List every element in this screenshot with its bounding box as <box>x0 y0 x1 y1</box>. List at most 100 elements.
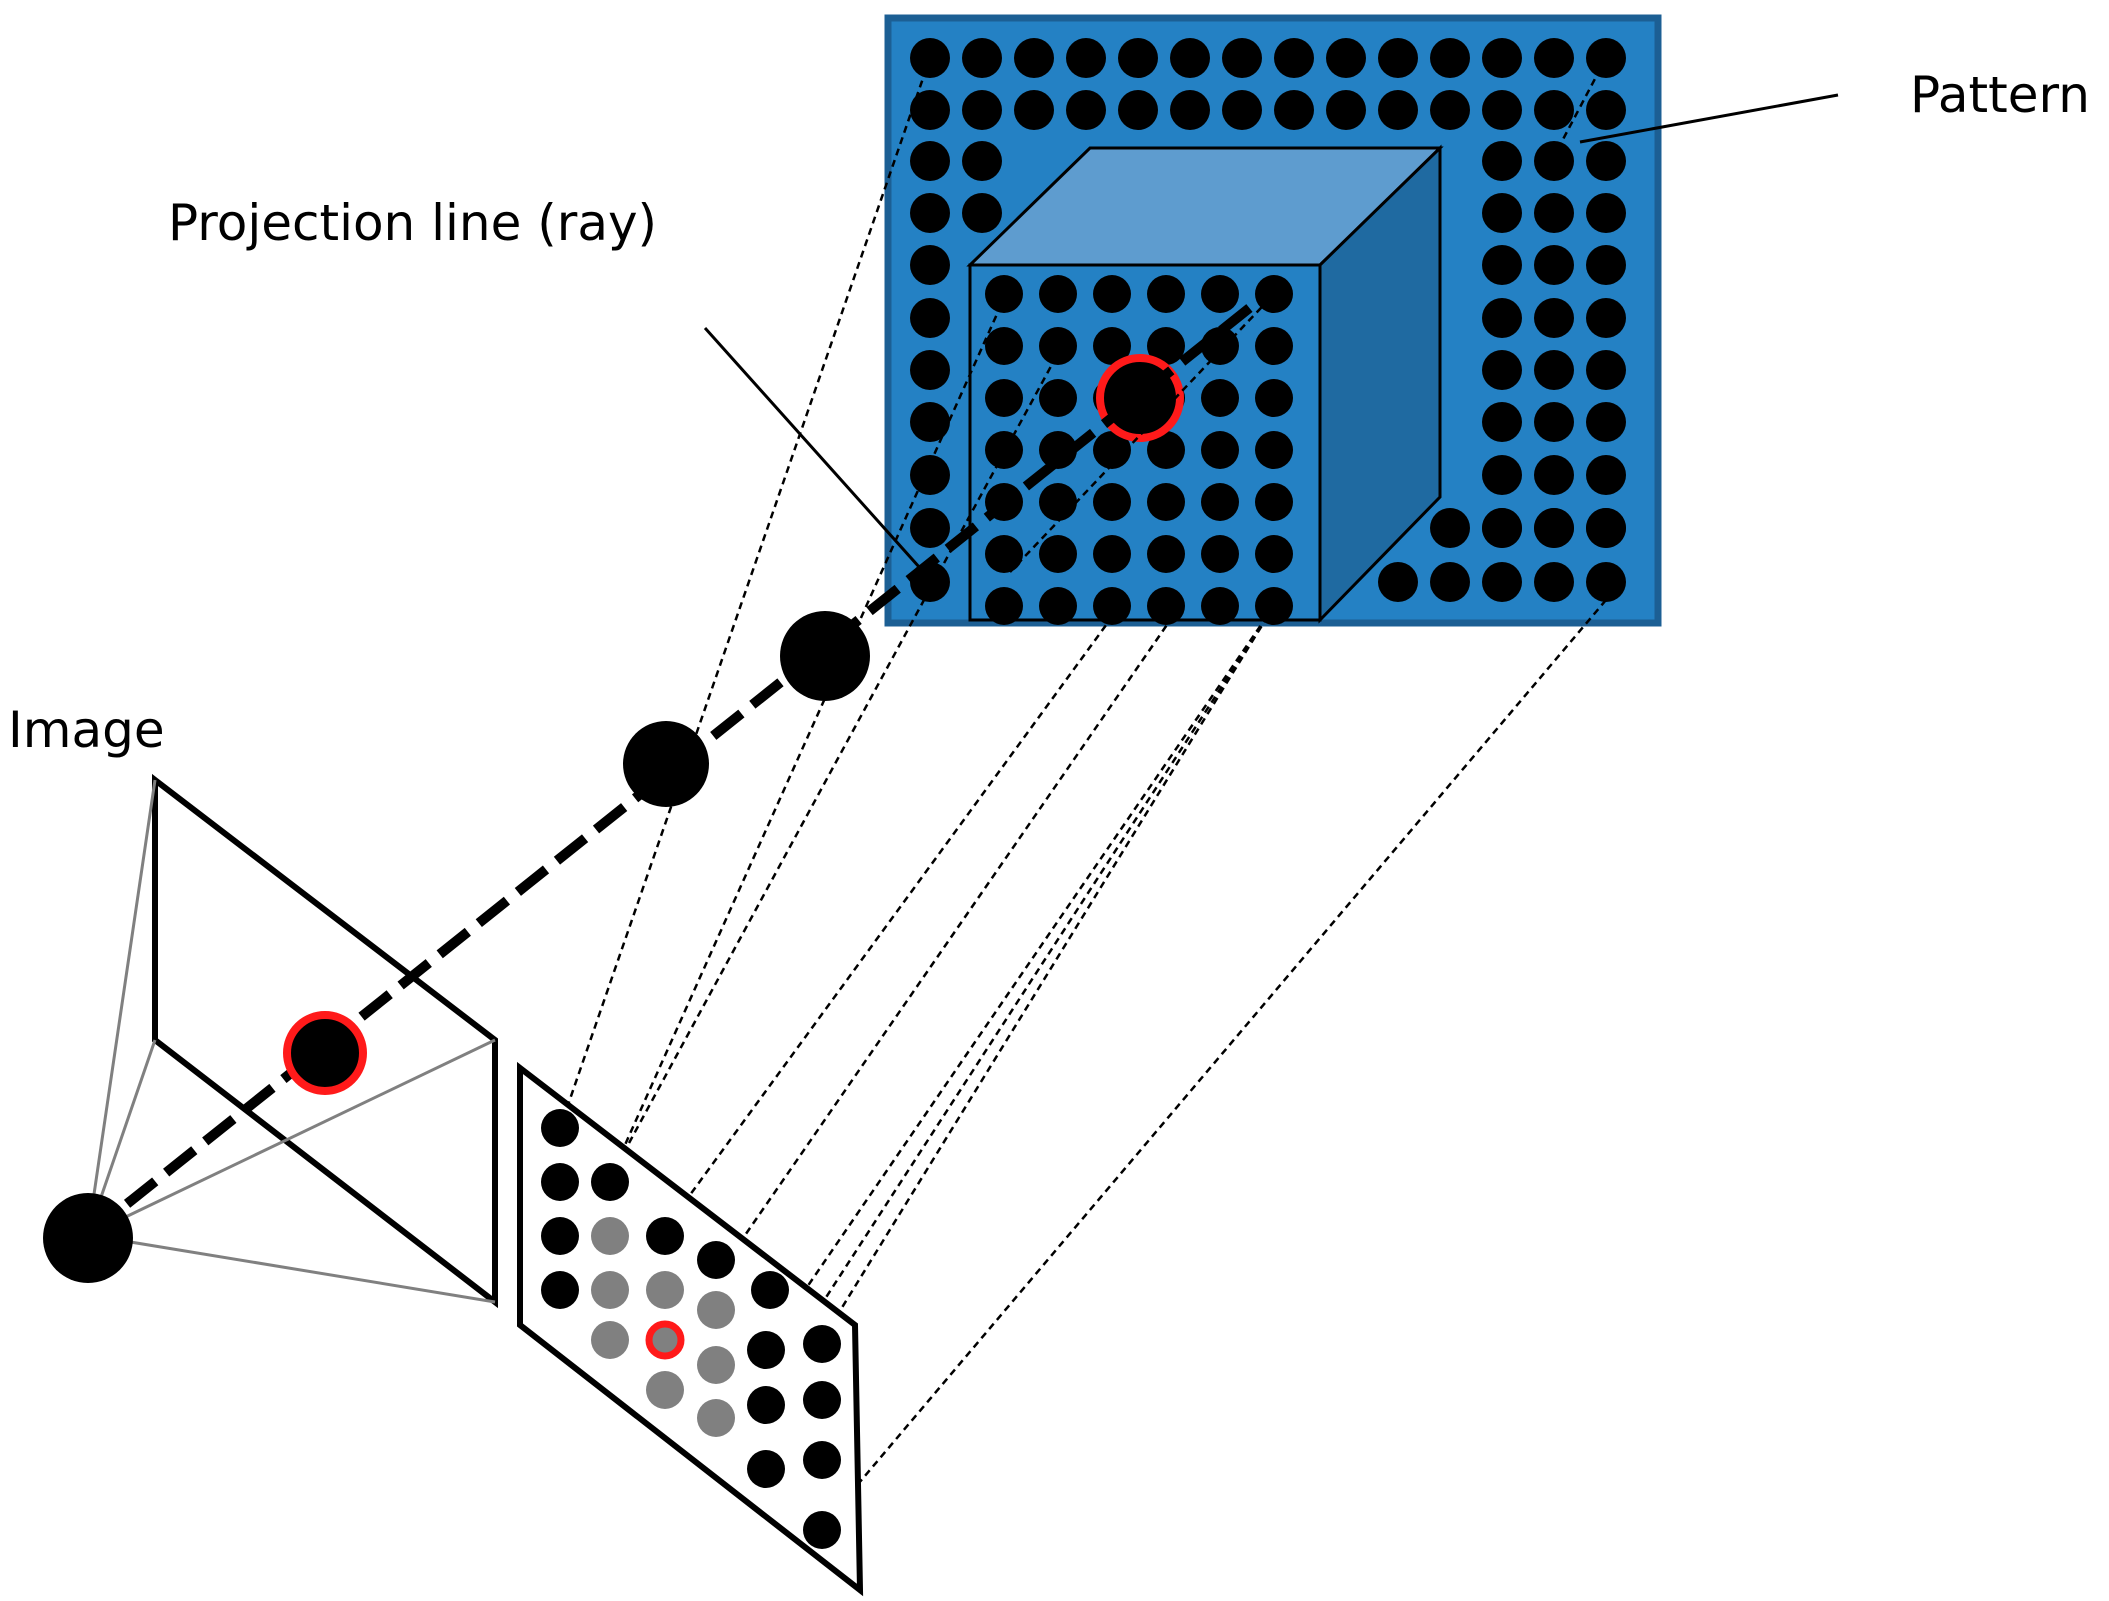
camera-center <box>43 1193 133 1283</box>
projection-rays <box>558 57 1608 1530</box>
pattern-dot <box>1378 90 1418 130</box>
image-dot <box>591 1163 629 1201</box>
pattern-dot <box>1482 193 1522 233</box>
cube-dot <box>985 379 1023 417</box>
cube-dot <box>1039 587 1077 625</box>
cube-dot <box>985 327 1023 365</box>
pattern-dot <box>910 141 950 181</box>
pattern-dot <box>1586 402 1626 442</box>
image-dot <box>541 1271 579 1309</box>
image-point-highlight <box>283 1011 367 1095</box>
cube-dot <box>1201 379 1239 417</box>
projection-ray <box>1558 57 1608 146</box>
pattern-dot <box>1222 38 1262 78</box>
frustum-edge <box>87 1038 496 1237</box>
pattern-dot <box>1170 38 1210 78</box>
pattern-dot <box>1326 38 1366 78</box>
pattern-dot <box>1482 562 1522 602</box>
projection-ray <box>608 345 1064 1179</box>
cube-dot <box>1201 483 1239 521</box>
projection-ray <box>819 599 1607 1530</box>
pattern-dot <box>910 245 950 285</box>
cube-dot <box>1093 431 1131 469</box>
cube-dot <box>1093 327 1131 365</box>
pattern-dot <box>1534 455 1574 495</box>
pattern-dot <box>962 193 1002 233</box>
pattern-dot <box>1482 298 1522 338</box>
pattern-dot <box>1534 245 1574 285</box>
pattern-dot <box>1430 38 1470 78</box>
occluded-image-dot <box>591 1321 629 1359</box>
cube-dot <box>1201 431 1239 469</box>
pattern-label: Pattern <box>1910 66 2090 124</box>
pattern-dot <box>1430 508 1470 548</box>
cube-dot <box>1147 275 1185 313</box>
cube-dot <box>1039 275 1077 313</box>
pattern-dot <box>962 38 1002 78</box>
pattern-dot <box>962 90 1002 130</box>
pattern-dot <box>1482 141 1522 181</box>
cube-dot <box>1201 327 1239 365</box>
cube-dot <box>1255 327 1293 365</box>
camera <box>43 286 1276 1309</box>
pattern-dot <box>1586 193 1626 233</box>
image-dot <box>541 1163 579 1201</box>
pattern-dot <box>1534 193 1574 233</box>
pattern-dot <box>1430 90 1470 130</box>
pattern-dot <box>1274 38 1314 78</box>
cube-dot <box>1039 327 1077 365</box>
pattern-dot <box>1118 38 1158 78</box>
image-dot <box>751 1271 789 1309</box>
pattern-dot <box>910 298 950 338</box>
pattern-dot <box>1534 508 1574 548</box>
cube-dot <box>1093 483 1131 521</box>
pattern-dot <box>1274 90 1314 130</box>
cube-dot <box>1255 379 1293 417</box>
image-dot <box>747 1386 785 1424</box>
projection-line-leader-line <box>703 326 922 570</box>
projection-line-label: Projection line (ray) <box>168 194 658 252</box>
pattern-dot <box>1066 38 1106 78</box>
pattern-dot <box>1014 90 1054 130</box>
occluded-image-dot <box>697 1346 735 1384</box>
cube-dot <box>985 275 1023 313</box>
image-dot <box>541 1109 579 1147</box>
cube-dot <box>1093 587 1131 625</box>
pattern-leader-line <box>1579 93 1839 144</box>
pattern-dot <box>1534 562 1574 602</box>
ray-point <box>780 611 870 701</box>
projection-ray <box>558 57 932 1129</box>
image-dot <box>747 1450 785 1488</box>
occluded-image-dot <box>591 1217 629 1255</box>
pattern-dot <box>1378 562 1418 602</box>
pattern-dot <box>1482 350 1522 390</box>
pattern-dot <box>910 508 950 548</box>
cube-dot <box>985 431 1023 469</box>
projection-ray <box>710 605 1182 1284</box>
frustum-edge <box>87 1233 496 1304</box>
occluded-image-dot <box>697 1291 735 1329</box>
cube-dot <box>1093 275 1131 313</box>
pattern-dot <box>910 402 950 442</box>
pattern-dot <box>1482 508 1522 548</box>
image-plane-frame <box>517 1061 864 1597</box>
pattern-dot <box>1534 90 1574 130</box>
image-dot <box>803 1511 841 1549</box>
pattern-dot <box>1534 38 1574 78</box>
cube-dot <box>1201 587 1239 625</box>
pattern-dot <box>1482 402 1522 442</box>
cube-dot <box>1147 535 1185 573</box>
projection-ray <box>766 605 1276 1345</box>
projection-ray <box>658 605 1122 1237</box>
cube-dot <box>985 587 1023 625</box>
image-plane <box>517 1061 864 1597</box>
pattern-dot <box>1586 455 1626 495</box>
pattern-dot <box>1378 38 1418 78</box>
pattern-dot <box>1586 245 1626 285</box>
cube-dot <box>1039 379 1077 417</box>
pattern-dot <box>1326 90 1366 130</box>
image-dot <box>646 1217 684 1255</box>
pattern-dot <box>1586 562 1626 602</box>
pattern-dot <box>910 90 950 130</box>
projection-ray <box>764 605 1276 1391</box>
